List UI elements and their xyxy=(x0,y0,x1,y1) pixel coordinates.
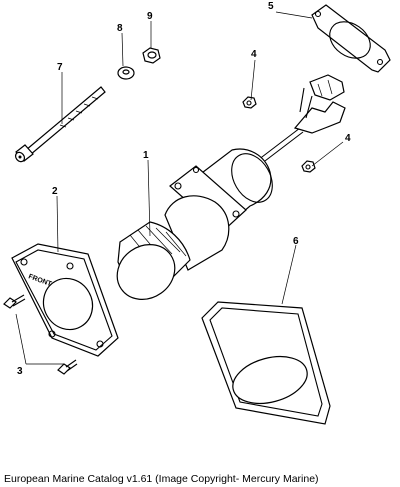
callout-leaders xyxy=(15,11,344,365)
callout-4-upper: 4 xyxy=(251,49,257,60)
callout-9: 9 xyxy=(147,11,153,22)
callout-6: 6 xyxy=(293,236,299,247)
bracket-part-2: FRONT xyxy=(11,243,119,357)
cover-part-6 xyxy=(201,301,331,425)
callout-8: 8 xyxy=(117,23,123,34)
wire-connector xyxy=(257,74,346,165)
gasket-part-5 xyxy=(311,4,391,73)
callout-5: 5 xyxy=(268,1,274,12)
callout-1: 1 xyxy=(143,150,149,161)
screw-part-3-upper xyxy=(3,294,26,309)
nut-part-4-upper xyxy=(242,96,257,109)
washer-part-8 xyxy=(117,66,135,80)
image-caption: European Marine Catalog v1.61 (Image Cop… xyxy=(4,473,319,485)
screw-part-3-lower xyxy=(57,359,78,375)
callout-7: 7 xyxy=(57,62,63,73)
callout-3: 3 xyxy=(17,366,23,377)
gauge-assembly-part-1 xyxy=(116,148,273,300)
callout-4-lower: 4 xyxy=(345,133,351,144)
nut-part-9 xyxy=(142,47,161,64)
nut-part-4-lower xyxy=(301,160,316,173)
bolt-part-7 xyxy=(14,86,106,163)
callout-2: 2 xyxy=(52,186,58,197)
